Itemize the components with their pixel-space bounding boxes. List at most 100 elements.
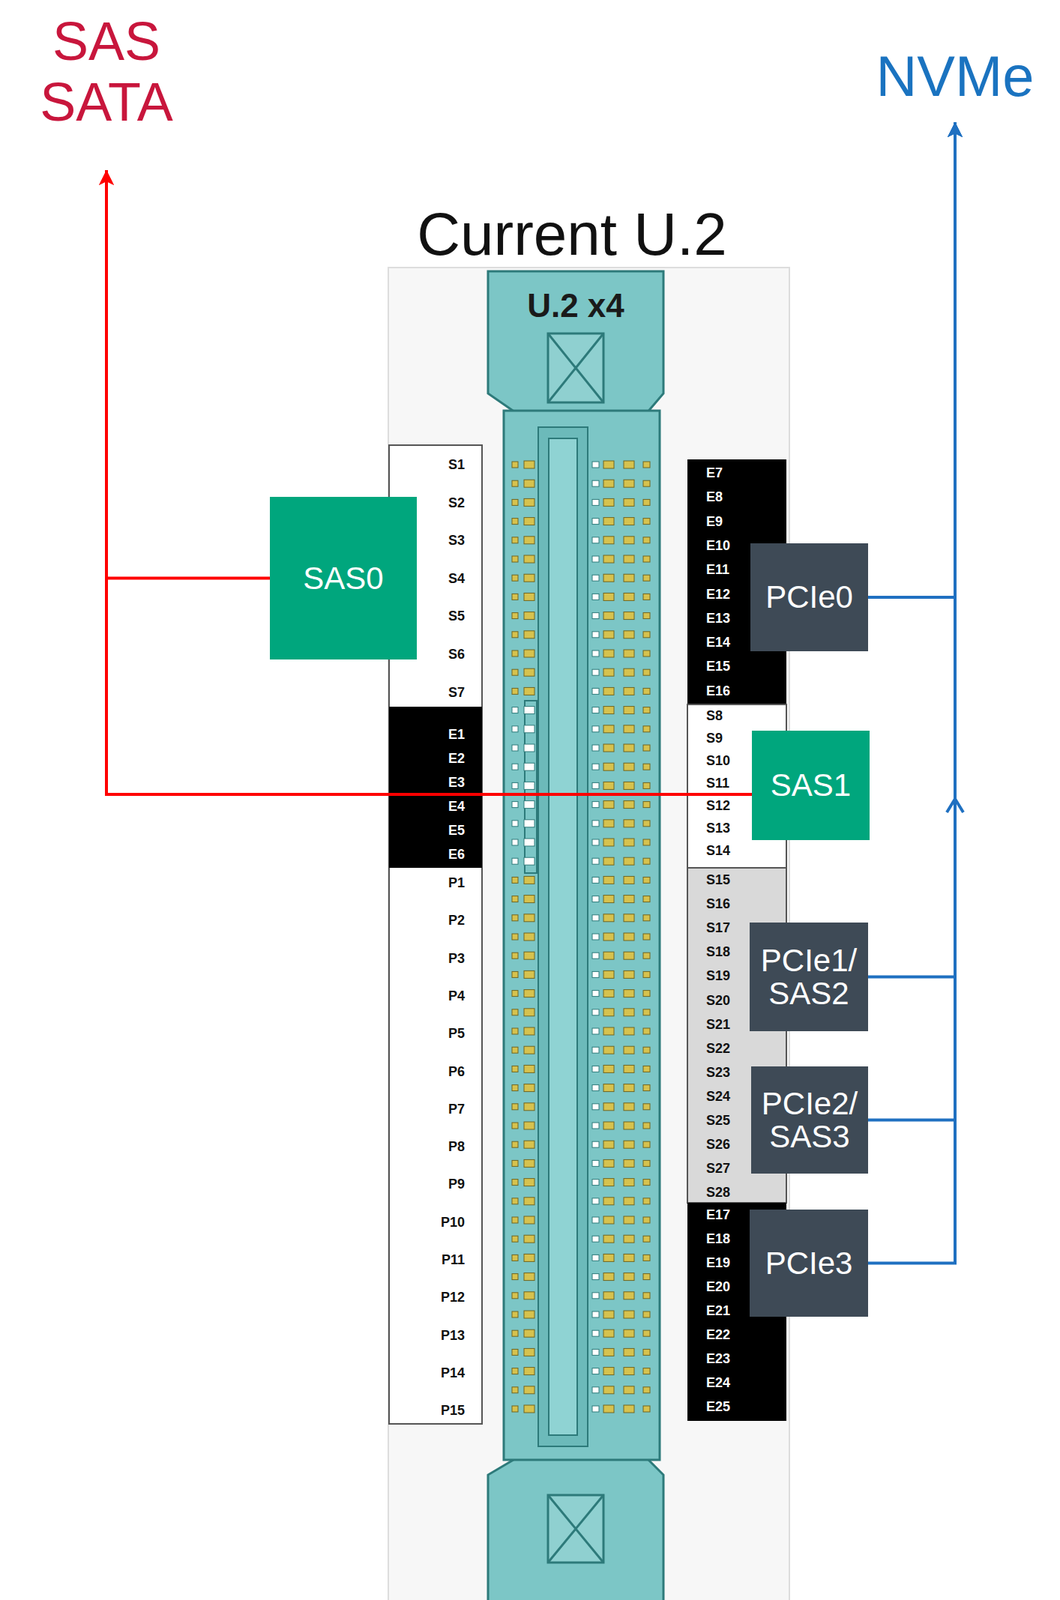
pin-label: P3 [374,951,465,967]
connector-latch [547,333,604,403]
contact-pin [512,461,519,468]
contact-pin [603,801,614,809]
contact-pin [623,801,635,809]
pin-label: P13 [374,1328,465,1344]
contact-pin [524,801,535,809]
contact-pin [524,1009,535,1017]
contact-pin [524,1084,535,1093]
pin-label: E18 [706,1231,749,1247]
pin-label: P7 [374,1101,465,1117]
contact-pin [643,593,650,600]
contact-pin [603,895,614,904]
pin-label: S21 [706,1017,749,1033]
contact-pin [592,763,599,770]
contact-pin [524,1292,535,1300]
pin-label: P14 [374,1365,465,1381]
contact-pin [524,990,535,998]
contact-pin [623,1122,635,1130]
contact-pin [623,518,635,526]
contact-pin [512,991,519,998]
contact-pin [603,990,614,998]
pin-label: P8 [374,1139,465,1155]
contact-pin [524,1216,535,1225]
contact-pin [643,763,650,770]
pin-label: S19 [706,968,749,984]
contact-pin [623,1197,635,1206]
contact-pin [524,631,535,639]
contact-pin [623,592,635,601]
contact-pin [603,536,614,545]
contact-pin [512,1160,519,1167]
contact-pin [512,839,519,846]
contact-pin [512,726,519,733]
contact-pin [524,518,535,526]
contact-pin [524,555,535,563]
contact-pin [603,838,614,847]
pin-label: S17 [706,920,749,936]
contact-pin [603,1122,614,1130]
contact-pin [643,726,650,733]
contact-pin [623,1386,635,1395]
contact-pin [524,725,535,734]
pin-label: P15 [374,1403,465,1419]
contact-pin [603,1027,614,1036]
contact-pin [623,1065,635,1073]
pin-label: S23 [706,1065,749,1081]
pin-label: S28 [706,1185,749,1201]
contact-pin [592,1236,599,1243]
connector-key [524,700,537,874]
bus-target-label: NVMe [861,44,1049,123]
contact-pin [603,555,614,563]
contact-pin [603,687,614,695]
lane-box: SAS0 [269,497,417,660]
contact-pin [603,1254,614,1262]
contact-pin [643,499,650,506]
contact-pin [643,820,650,827]
contact-pin [524,1179,535,1187]
contact-pin [512,820,519,827]
contact-pin [603,1084,614,1093]
contact-pin [592,971,599,978]
contact-pin [512,1122,519,1129]
contact-pin [592,593,599,600]
contact-pin [524,1046,535,1055]
contact-pin [524,744,535,752]
contact-pin [643,688,650,695]
contact-pin [592,1330,599,1337]
contact-pin [623,1235,635,1243]
contact-pin [643,1311,650,1318]
connector-slot [538,427,588,1447]
contact-pin [524,1368,535,1376]
contact-pin [603,820,614,828]
contact-pin [592,820,599,827]
contact-pin [524,876,535,884]
contact-pin [603,1216,614,1225]
contact-pin [592,1368,599,1375]
contact-pin [643,1160,650,1167]
contact-pin [623,744,635,752]
contact-pin [623,1254,635,1262]
contact-pin [512,877,519,884]
pin-label: S12 [706,798,749,814]
pin-label: P9 [374,1176,465,1192]
contact-pin [592,1311,599,1318]
contact-pin [524,649,535,658]
contact-pin [592,480,599,487]
contact-pin [643,952,650,959]
contact-pin [603,1179,614,1187]
contact-pin [524,592,535,601]
contact-pin [643,1236,650,1243]
contact-pin [603,1329,614,1338]
contact-pin [512,1141,519,1148]
contact-pin [512,1028,519,1035]
contact-pin [524,1027,535,1036]
contact-pin [592,726,599,733]
lane-box: PCIe2/ SAS3 [751,1066,869,1174]
contact-pin [603,1140,614,1149]
contact-pin [603,725,614,734]
contact-pin [643,1009,650,1016]
contact-pin [623,631,635,639]
box-text: PCIe1/ SAS2 [757,944,861,1011]
contact-pin [603,970,614,979]
pin-label: P1 [374,875,465,891]
